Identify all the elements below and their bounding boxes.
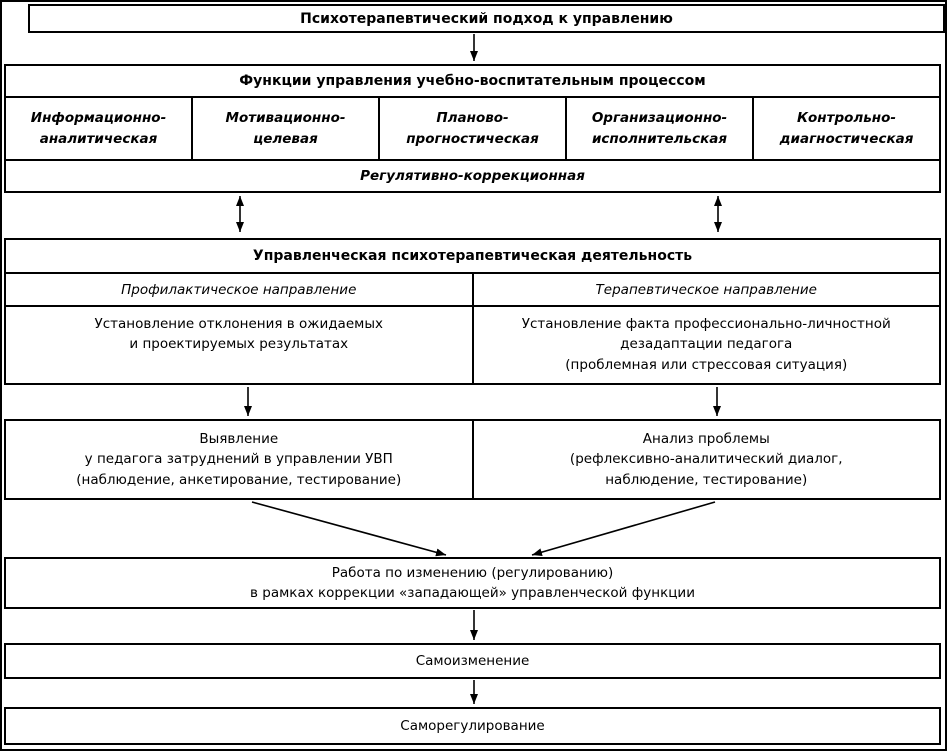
function-cell-planning: Планово- прогностическая <box>378 98 565 159</box>
deviation-detection-text: Установление отклонения в ожидаемых и пр… <box>94 316 383 353</box>
functions-block: Функции управления учебно-воспитательным… <box>4 64 941 193</box>
self-change-box: Самоизменение <box>4 643 941 679</box>
function-cell-control: Контрольно- диагностическая <box>752 98 939 159</box>
analysis-block: Выявление у педагога затруднений в управ… <box>4 419 941 500</box>
function-cell-organizational: Организационно- исполнительская <box>565 98 752 159</box>
activity-block: Управленческая психотерапевтическая деят… <box>4 238 941 385</box>
arrow-diagonal-right <box>531 501 716 557</box>
function-cell-motivational: Мотивационно- целевая <box>191 98 378 159</box>
problem-analysis-text: Анализ проблемы (рефлексивно-аналитическ… <box>471 421 940 498</box>
correction-work-text: Работа по изменению (регулированию) в ра… <box>250 564 695 601</box>
correction-work-box: Работа по изменению (регулированию) в ра… <box>4 557 941 609</box>
title-text: Психотерапевтический подход к управлению <box>300 10 673 27</box>
direction-therapeutic: Терапевтическое направление <box>471 274 940 305</box>
functions-header: Функции управления учебно-воспитательным… <box>239 73 706 89</box>
difficulties-identification-text: Выявление у педагога затруднений в управ… <box>76 431 402 488</box>
self-regulation-box: Саморегулирование <box>4 707 941 745</box>
maladjustment-fact-text: Установление факта профессионально-лично… <box>471 307 940 383</box>
activity-header: Управленческая психотерапевтическая деят… <box>252 248 693 264</box>
direction-preventive: Профилактическое направление <box>121 281 357 298</box>
arrow-diagonal-left <box>251 501 447 557</box>
self-regulation-text: Саморегулирование <box>400 718 545 734</box>
function-cell-informational: Информационно- аналитическая <box>30 110 167 147</box>
functions-footer: Регулятивно-коррекционная <box>6 159 939 191</box>
title-box: Психотерапевтический подход к управлению <box>28 4 945 33</box>
self-change-text: Самоизменение <box>415 653 530 669</box>
